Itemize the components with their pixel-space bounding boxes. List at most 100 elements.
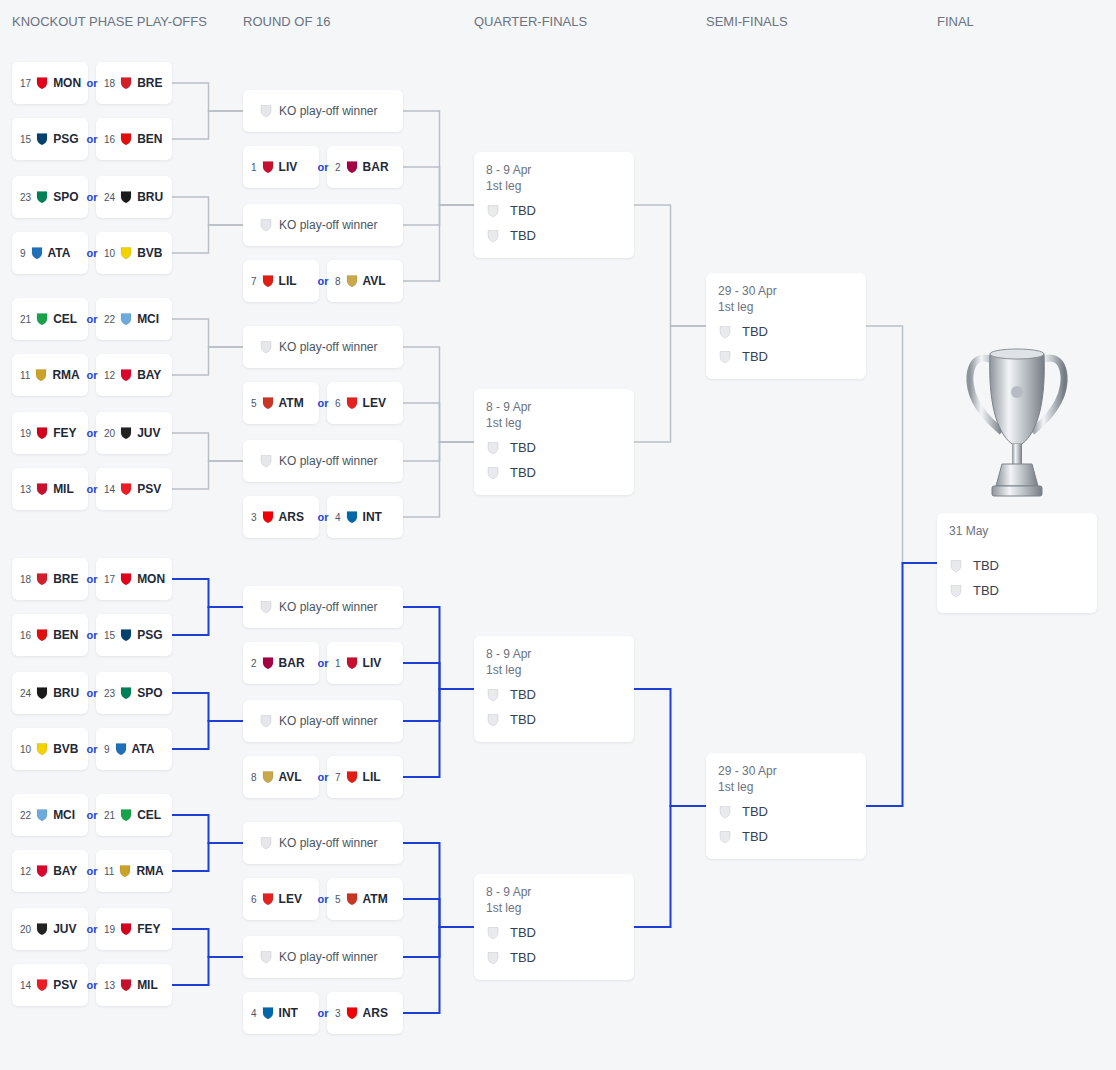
team-box: 17MON: [96, 558, 172, 600]
team-crest: [486, 204, 500, 218]
seed-number: 21: [20, 314, 31, 325]
team-placeholder: TBD: [742, 324, 768, 339]
team-box: 18BRE: [12, 558, 88, 600]
team-crest: [35, 922, 49, 936]
bracket-connector: [403, 843, 474, 927]
bracket-connector: [403, 403, 474, 442]
or-separator: or: [84, 131, 100, 147]
seed-number: 8: [335, 276, 341, 287]
team-crest: [119, 686, 133, 700]
team-placeholder: TBD: [510, 925, 536, 940]
seed-number: 15: [20, 134, 31, 145]
seed-number: 22: [104, 314, 115, 325]
team-box: 3ARS: [327, 992, 403, 1034]
or-separator: or: [315, 655, 331, 671]
seed-number: 11: [104, 866, 114, 877]
team-crest: [345, 656, 359, 670]
match-date: 1st leg: [486, 415, 622, 431]
team-box: 12BAY: [96, 354, 172, 396]
team-box: 2BAR: [243, 642, 319, 684]
seed-number: 4: [251, 1008, 257, 1019]
team-placeholder: TBD: [510, 712, 536, 727]
team-code: LEV: [363, 396, 386, 410]
match-box: 29 - 30 Apr1st legTBDTBD: [706, 753, 866, 859]
team-crest: [35, 426, 49, 440]
team-code: PSG: [137, 628, 162, 642]
bracket-connector: [172, 607, 243, 635]
team-code: RMA: [52, 368, 79, 382]
bracket-connector: [172, 957, 243, 985]
team-placeholder: TBD: [510, 950, 536, 965]
team-crest: [259, 454, 273, 468]
seed-number: 14: [104, 484, 115, 495]
or-separator: or: [84, 627, 100, 643]
team-code: INT: [363, 510, 382, 524]
team-placeholder: TBD: [973, 583, 999, 598]
bracket-connector: [634, 205, 706, 326]
team-code: AVL: [363, 274, 386, 288]
team-row: TBD: [718, 344, 854, 369]
team-placeholder: TBD: [742, 829, 768, 844]
team-box: 10BVB: [12, 728, 88, 770]
seed-number: 13: [20, 484, 31, 495]
team-crest: [119, 246, 133, 260]
seed-number: 21: [104, 810, 115, 821]
team-crest: [718, 830, 732, 844]
seed-number: 1: [335, 658, 341, 669]
or-separator: or: [84, 311, 100, 327]
or-separator: or: [84, 75, 100, 91]
team-box: 5ATM: [327, 878, 403, 920]
team-row: TBD: [718, 319, 854, 344]
winner-box: KO play-off winner: [243, 700, 403, 742]
bracket-connector: [403, 167, 474, 205]
team-code: LIL: [279, 274, 297, 288]
or-separator: or: [84, 481, 100, 497]
match-date: 8 - 9 Apr: [486, 884, 622, 900]
bracket-connector: [403, 347, 474, 442]
bracket-connector: [172, 843, 243, 871]
bracket-connector: [866, 563, 937, 806]
team-row: TBD: [718, 799, 854, 824]
team-box: 19FEY: [12, 412, 88, 454]
placeholder-text: KO play-off winner: [279, 104, 378, 118]
match-date: 8 - 9 Apr: [486, 399, 622, 415]
team-code: BAR: [279, 656, 305, 670]
match-box: 8 - 9 Apr1st legTBDTBD: [474, 636, 634, 742]
team-box: 3ARS: [243, 496, 319, 538]
team-code: LEV: [279, 892, 302, 906]
seed-number: 10: [20, 744, 31, 755]
match-date: 8 - 9 Apr: [486, 646, 622, 662]
team-crest: [119, 808, 133, 822]
seed-number: 24: [20, 688, 31, 699]
team-row: TBD: [486, 435, 622, 460]
team-crest: [259, 950, 273, 964]
team-code: BEN: [53, 628, 78, 642]
bracket-connector: [403, 663, 474, 689]
team-crest: [486, 951, 500, 965]
match-date: 8 - 9 Apr: [486, 162, 622, 178]
team-box: 21 CEL: [96, 794, 172, 836]
team-box: 1LIV: [327, 642, 403, 684]
team-crest: [486, 688, 500, 702]
team-code: ARS: [279, 510, 304, 524]
team-code: CEL: [137, 808, 161, 822]
placeholder-text: KO play-off winner: [279, 836, 378, 850]
team-crest: [35, 978, 49, 992]
team-crest: [119, 482, 133, 496]
team-code: ATA: [48, 246, 71, 260]
seed-number: 18: [104, 78, 115, 89]
or-separator: or: [315, 1005, 331, 1021]
team-crest: [119, 132, 133, 146]
or-separator: or: [84, 977, 100, 993]
seed-number: 7: [251, 276, 257, 287]
or-separator: or: [84, 189, 100, 205]
team-crest: [259, 340, 273, 354]
bracket-connector: [172, 693, 243, 721]
team-box: 18BRE: [96, 62, 172, 104]
trophy-illustration: [962, 340, 1072, 505]
team-crest: [486, 713, 500, 727]
team-crest: [35, 808, 49, 822]
bracket-connector: [403, 442, 474, 517]
team-crest: [35, 312, 49, 326]
team-box: 1LIV: [243, 146, 319, 188]
